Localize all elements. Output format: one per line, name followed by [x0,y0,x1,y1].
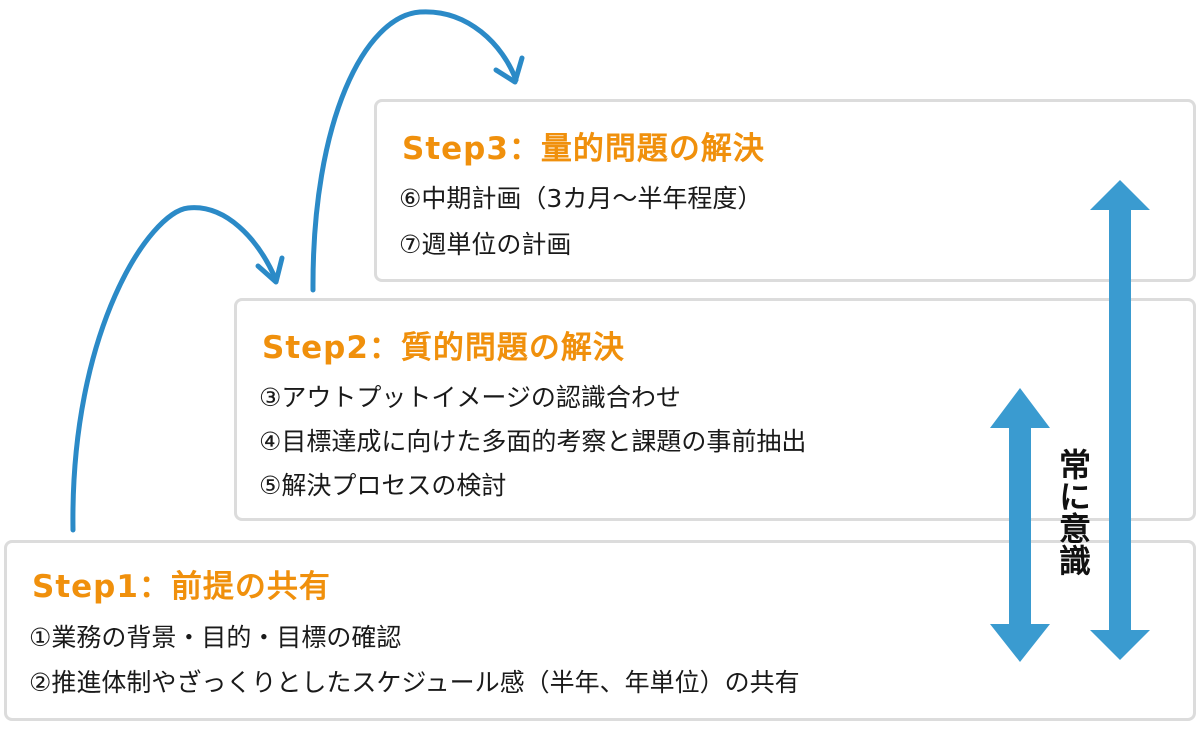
step1-item-2: ②推進体制やざっくりとしたスケジュール感（半年、年単位）の共有 [29,668,800,697]
step3-box: Step3：量的問題の解決 ⑥中期計画（3カ月～半年程度） ⑦週単位の計画 [374,99,1196,282]
step1-box: Step1：前提の共有 ①業務の背景・目的・目標の確認 ②推進体制やざっくりとし… [4,540,1196,721]
step1-title: Step1：前提の共有 [32,569,331,605]
step3-item-6: ⑥中期計画（3カ月～半年程度） [399,184,763,213]
always-aware-label: 常に意識 [1054,448,1092,576]
step2-item-5: ⑤解決プロセスの検討 [259,471,507,500]
step3-title: Step3：量的問題の解決 [402,131,765,167]
step2-item-3: ③アウトプットイメージの認識合わせ [259,383,681,412]
step2-title: Step2：質的問題の解決 [262,330,625,366]
step3-item-7: ⑦週単位の計画 [399,230,572,259]
step2-item-4: ④目標達成に向けた多面的考察と課題の事前抽出 [259,427,807,456]
step1-item-1: ①業務の背景・目的・目標の確認 [29,623,402,652]
